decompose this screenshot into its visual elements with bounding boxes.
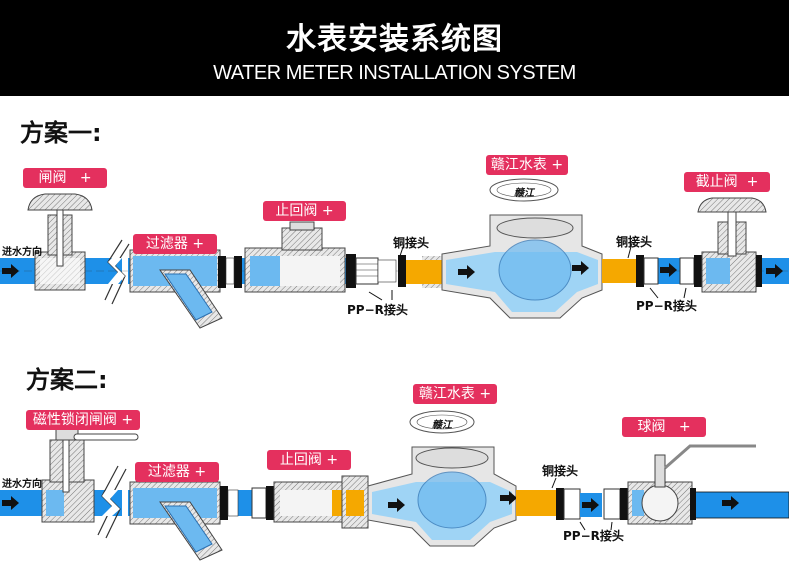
title-chinese: 水表安装系统图 — [286, 22, 503, 57]
badge-label: 截止阀 — [695, 174, 738, 190]
badge-label: 止回阀 — [279, 452, 322, 468]
copper-fitting — [406, 260, 442, 284]
ppr-fitting — [679, 257, 695, 285]
ball-valve-illustration — [627, 444, 756, 525]
scheme1-title: 方案一: — [20, 119, 102, 147]
stop-valve-illustration — [697, 197, 767, 293]
plus-icon: + — [479, 386, 492, 402]
scheme2-pipeline — [0, 410, 789, 561]
ppr-fitting-label: PP−R接头 — [563, 529, 624, 543]
copper-fitting-label: 铜接头 — [542, 464, 579, 478]
title-english: WATER METER INSTALLATION SYSTEM — [213, 62, 576, 84]
badge-label: 过滤器 — [147, 464, 190, 480]
plus-icon: + — [678, 419, 691, 435]
ppr-fitting — [355, 257, 379, 285]
badge-label: 止回阀 — [275, 203, 318, 219]
magnetic-gate-valve-illustration — [41, 427, 139, 523]
copper-fitting-label: 铜接头 — [393, 236, 430, 250]
badge-label: 赣江水表 — [418, 386, 475, 402]
copper-fitting-label: 铜接头 — [616, 235, 653, 249]
check-valve-illustration — [244, 221, 346, 293]
plus-icon: + — [551, 157, 564, 173]
ppr-fitting-label: PP−R接头 — [347, 303, 408, 317]
badge-strainer[interactable]: 过滤器 + — [133, 234, 217, 254]
strainer-illustration — [129, 481, 223, 561]
badge-gate-valve[interactable]: 闸阀 + — [23, 168, 107, 188]
badge-label: 赣江水表 — [490, 157, 547, 173]
plus-icon: + — [79, 170, 92, 186]
meter-brand-mark: 赣江 — [514, 188, 534, 199]
water-meter-illustration — [367, 410, 517, 547]
ppr-fitting — [603, 488, 621, 520]
badge-check-valve[interactable]: 止回阀 + — [263, 201, 346, 221]
badge-label: 磁性锁闭闸阀 — [32, 412, 117, 428]
meter-brand-mark: 赣江 — [432, 420, 452, 431]
badge-water-meter[interactable]: 赣江水表 + — [486, 155, 568, 175]
scheme2-title: 方案二: — [26, 366, 108, 394]
plus-icon: + — [321, 203, 334, 219]
copper-fitting — [516, 490, 556, 516]
plus-icon: + — [194, 464, 207, 480]
ppr-fitting-label: PP−R接头 — [636, 299, 697, 313]
badge-magnetic-gate-valve[interactable]: 磁性锁闭闸阀 + — [26, 410, 140, 430]
badge-label: 过滤器 — [145, 236, 188, 252]
water-meter-illustration — [441, 178, 603, 319]
badge-strainer[interactable]: 过滤器 + — [135, 462, 219, 482]
plus-icon: + — [192, 236, 205, 252]
check-valve-illustration — [273, 475, 369, 529]
badge-ball-valve[interactable]: 球阀 + — [622, 417, 706, 437]
flow-direction-label: 进水方向 — [2, 247, 42, 258]
badge-label: 闸阀 — [38, 170, 67, 186]
scheme1-pipeline — [0, 178, 789, 329]
plus-icon: + — [746, 174, 759, 190]
flow-direction-label: 进水方向 — [2, 479, 42, 490]
badge-water-meter[interactable]: 赣江水表 + — [413, 384, 497, 404]
ppr-fitting — [643, 257, 659, 285]
pipe-segment — [689, 491, 789, 519]
plus-icon: + — [326, 452, 339, 468]
plus-icon: + — [121, 412, 134, 428]
badge-stop-valve[interactable]: 截止阀 + — [684, 172, 770, 192]
ppr-fitting — [563, 488, 581, 520]
badge-check-valve[interactable]: 止回阀 + — [267, 450, 351, 470]
badge-label: 球阀 — [637, 419, 666, 435]
ppr-fitting — [251, 487, 267, 519]
strainer-illustration — [129, 249, 223, 329]
gate-valve-illustration — [27, 193, 93, 291]
copper-fitting — [602, 259, 638, 283]
header-banner: 水表安装系统图 WATER METER INSTALLATION SYSTEM — [0, 0, 789, 96]
